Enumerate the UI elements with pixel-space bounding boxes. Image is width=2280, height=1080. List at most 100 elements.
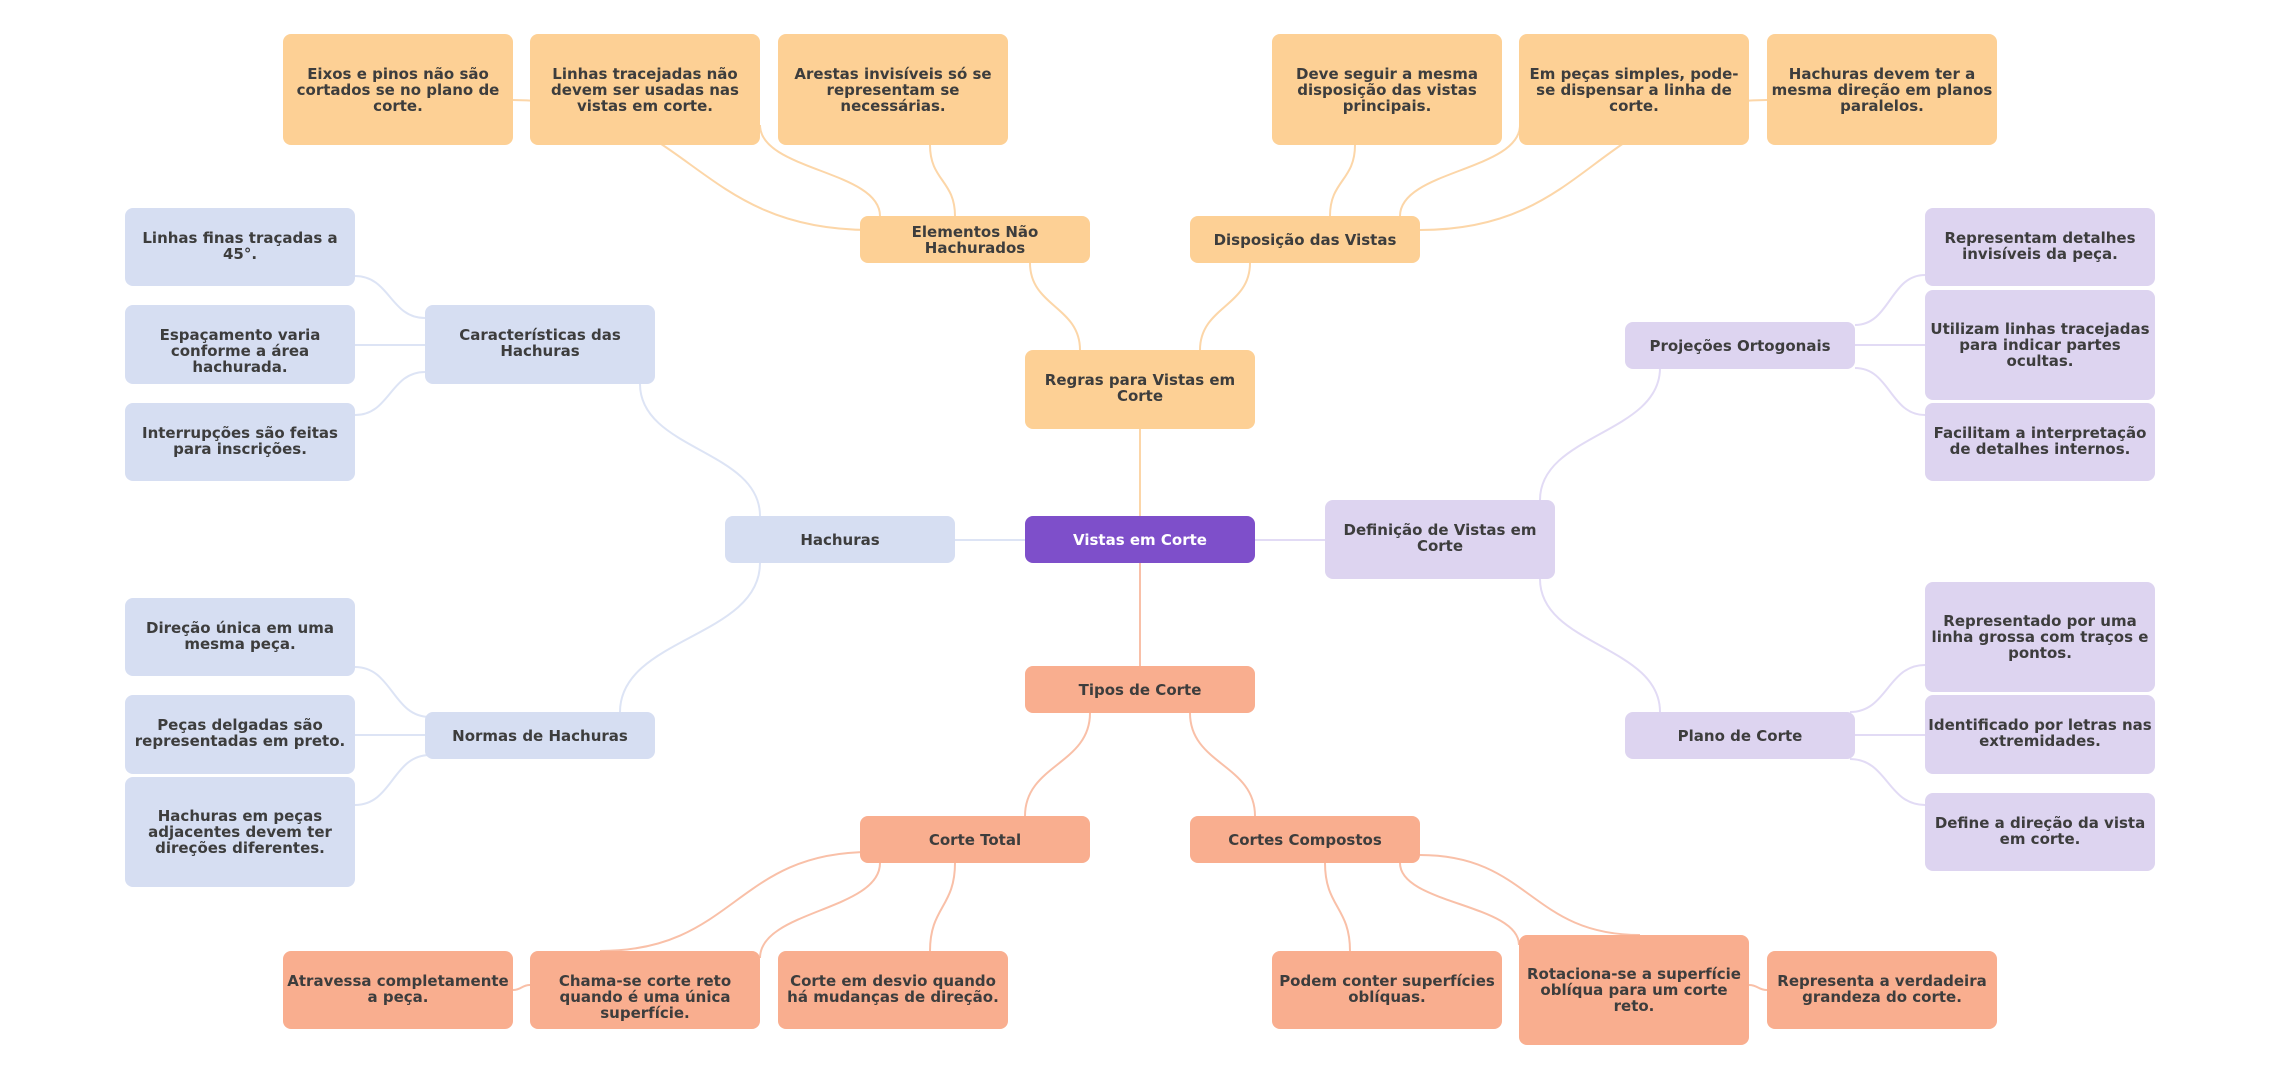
leaf-label: Representa a verdadeira grandeza do cort… [1777,972,1987,1006]
branch-label: Definição de Vistas em Corte [1343,521,1537,555]
leaf-node[interactable]: Atravessa completamente a peça. [283,951,513,1029]
edge-leaf [1329,144,1356,217]
edge-leaf [759,124,881,217]
edge-leaf [354,371,426,416]
leaf-node[interactable]: Deve seguir a mesma disposição das vista… [1272,34,1502,145]
branch-label: Regras para Vistas em Corte [1044,371,1236,405]
leaf-node[interactable]: Define a direção da vista em corte. [1925,793,2155,871]
leaf-label: Linhas tracejadas não devem ser usadas n… [551,65,739,115]
leaf-label: Chama-se corte reto quando é uma única s… [558,972,732,1022]
leaf-node[interactable]: Utilizam linhas tracejadas para indicar … [1925,290,2155,400]
leaf-label: Define a direção da vista em corte. [1934,814,2146,848]
leaf-label: Representado por uma linha grossa com tr… [1931,612,2149,662]
edge-leaf [354,275,426,319]
edge-leaf [1399,124,1521,217]
leaf-node[interactable]: Espaçamento varia conforme a área hachur… [125,305,355,384]
subtopic-label: Projeções Ortogonais [1649,336,1831,355]
leaf-node[interactable]: Representa a verdadeira grandeza do cort… [1767,951,1997,1029]
edge-leaf [354,754,431,806]
leaf-node[interactable]: Hachuras devem ter a mesma direção em pl… [1767,34,1997,145]
edge-leaf [1419,854,1641,936]
subtopic-elementos[interactable]: Elementos Não Hachurados [860,216,1090,263]
edge-regras-elementos [1029,262,1081,351]
edge-leaf [1849,664,1926,713]
leaf-node[interactable]: Em peças simples, pode-se dispensar a li… [1519,34,1749,145]
branch-label: Hachuras [800,530,880,549]
leaf-node[interactable]: Hachuras em peças adjacentes devem ter d… [125,777,355,887]
edge-leaf [1399,862,1520,946]
branch-label: Tipos de Corte [1078,680,1202,699]
edge-leaf [929,862,956,952]
leaf-label: Linhas finas traçadas a 45°. [142,229,338,263]
edge-leaf [1324,862,1351,952]
subtopic-label: Disposição das Vistas [1213,230,1397,249]
edge-tipos-compostos [1189,712,1256,817]
leaf-node[interactable]: Representam detalhes invisíveis da peça. [1925,208,2155,286]
leaf-label: Atravessa completamente a peça. [287,972,509,1006]
subtopic-label: Características das Hachuras [459,326,621,360]
leaf-node[interactable]: Eixos e pinos não são cortados se no pla… [283,34,513,145]
subtopic-total[interactable]: Corte Total [860,816,1090,863]
edge-hachuras-caracteristicas [639,383,761,517]
leaf-label: Representam detalhes invisíveis da peça. [1944,229,2136,263]
branch-hachuras[interactable]: Hachuras [725,516,955,563]
leaf-label: Eixos e pinos não são cortados se no pla… [296,65,500,115]
leaf-label: Facilitam a interpretação de detalhes in… [1933,424,2147,458]
edge-leaf [599,851,871,952]
leaf-label: Hachuras em peças adjacentes devem ter d… [148,807,332,857]
subtopic-label: Normas de Hachuras [452,726,628,745]
edge-leaf [1854,274,1926,326]
subtopic-label: Plano de Corte [1677,726,1803,745]
branch-definicao[interactable]: Definição de Vistas em Corte [1325,500,1555,579]
leaf-node[interactable]: Chama-se corte reto quando é uma única s… [530,951,760,1029]
subtopic-label: Corte Total [928,830,1022,849]
leaf-label: Utilizam linhas tracejadas para indicar … [1930,320,2150,370]
leaf-node[interactable]: Linhas finas traçadas a 45°. [125,208,355,286]
leaf-node[interactable]: Corte em desvio quando há mudanças de di… [778,951,1008,1029]
leaf-label: Podem conter superfícies oblíquas. [1279,972,1495,1006]
branch-tipos[interactable]: Tipos de Corte [1025,666,1255,713]
leaf-node[interactable]: Peças delgadas são representadas em pret… [125,695,355,774]
edge-leaf [759,862,881,959]
leaf-node[interactable]: Direção única em uma mesma peça. [125,598,355,676]
leaf-label: Corte em desvio quando há mudanças de di… [787,972,999,1006]
subtopic-label: Cortes Compostos [1228,830,1382,849]
edge-leaf [354,666,431,718]
subtopic-projecoes[interactable]: Projeções Ortogonais [1625,322,1855,369]
edge-leaf [1748,984,1768,991]
leaf-label: Peças delgadas são representadas em pret… [134,716,346,750]
root-label: Vistas em Corte [1073,530,1207,549]
leaf-label: Espaçamento varia conforme a área hachur… [159,326,321,376]
leaf-node[interactable]: Podem conter superfícies oblíquas. [1272,951,1502,1029]
edge-leaf [929,144,956,217]
leaf-label: Hachuras devem ter a mesma direção em pl… [1771,65,1993,115]
leaf-label: Em peças simples, pode-se dispensar a li… [1529,65,1739,115]
edge-definicao-plano [1539,578,1661,713]
leaf-node[interactable]: Facilitam a interpretação de detalhes in… [1925,403,2155,481]
edge-leaf [1854,367,1926,416]
edge-leaf [512,984,531,991]
branch-regras[interactable]: Regras para Vistas em Corte [1025,350,1255,429]
leaf-label: Deve seguir a mesma disposição das vista… [1296,65,1478,115]
leaf-node[interactable]: Interrupções são feitas para inscrições. [125,403,355,481]
subtopic-normas[interactable]: Normas de Hachuras [425,712,655,759]
root-node[interactable]: Vistas em Corte [1025,516,1255,563]
leaf-node[interactable]: Identificado por letras nas extremidades… [1925,695,2155,774]
subtopic-disposicao[interactable]: Disposição das Vistas [1190,216,1420,263]
edge-tipos-total [1024,712,1091,817]
leaf-label: Rotaciona-se a superfície oblíqua para u… [1527,965,1741,1015]
edge-leaf [1849,758,1926,806]
leaf-node[interactable]: Arestas invisíveis só se representam se … [778,34,1008,145]
leaf-node[interactable]: Linhas tracejadas não devem ser usadas n… [530,34,760,145]
subtopic-plano[interactable]: Plano de Corte [1625,712,1855,759]
leaf-node[interactable]: Rotaciona-se a superfície oblíqua para u… [1519,935,1749,1045]
leaf-label: Identificado por letras nas extremidades… [1928,716,2152,750]
edge-regras-disposicao [1199,262,1251,351]
leaf-label: Interrupções são feitas para inscrições. [142,424,338,458]
leaf-node[interactable]: Representado por uma linha grossa com tr… [1925,582,2155,692]
subtopic-compostos[interactable]: Cortes Compostos [1190,816,1420,863]
edge-hachuras-normas [619,562,761,713]
subtopic-label: Elementos Não Hachurados [911,222,1039,257]
subtopic-caracteristicas[interactable]: Características das Hachuras [425,305,655,384]
